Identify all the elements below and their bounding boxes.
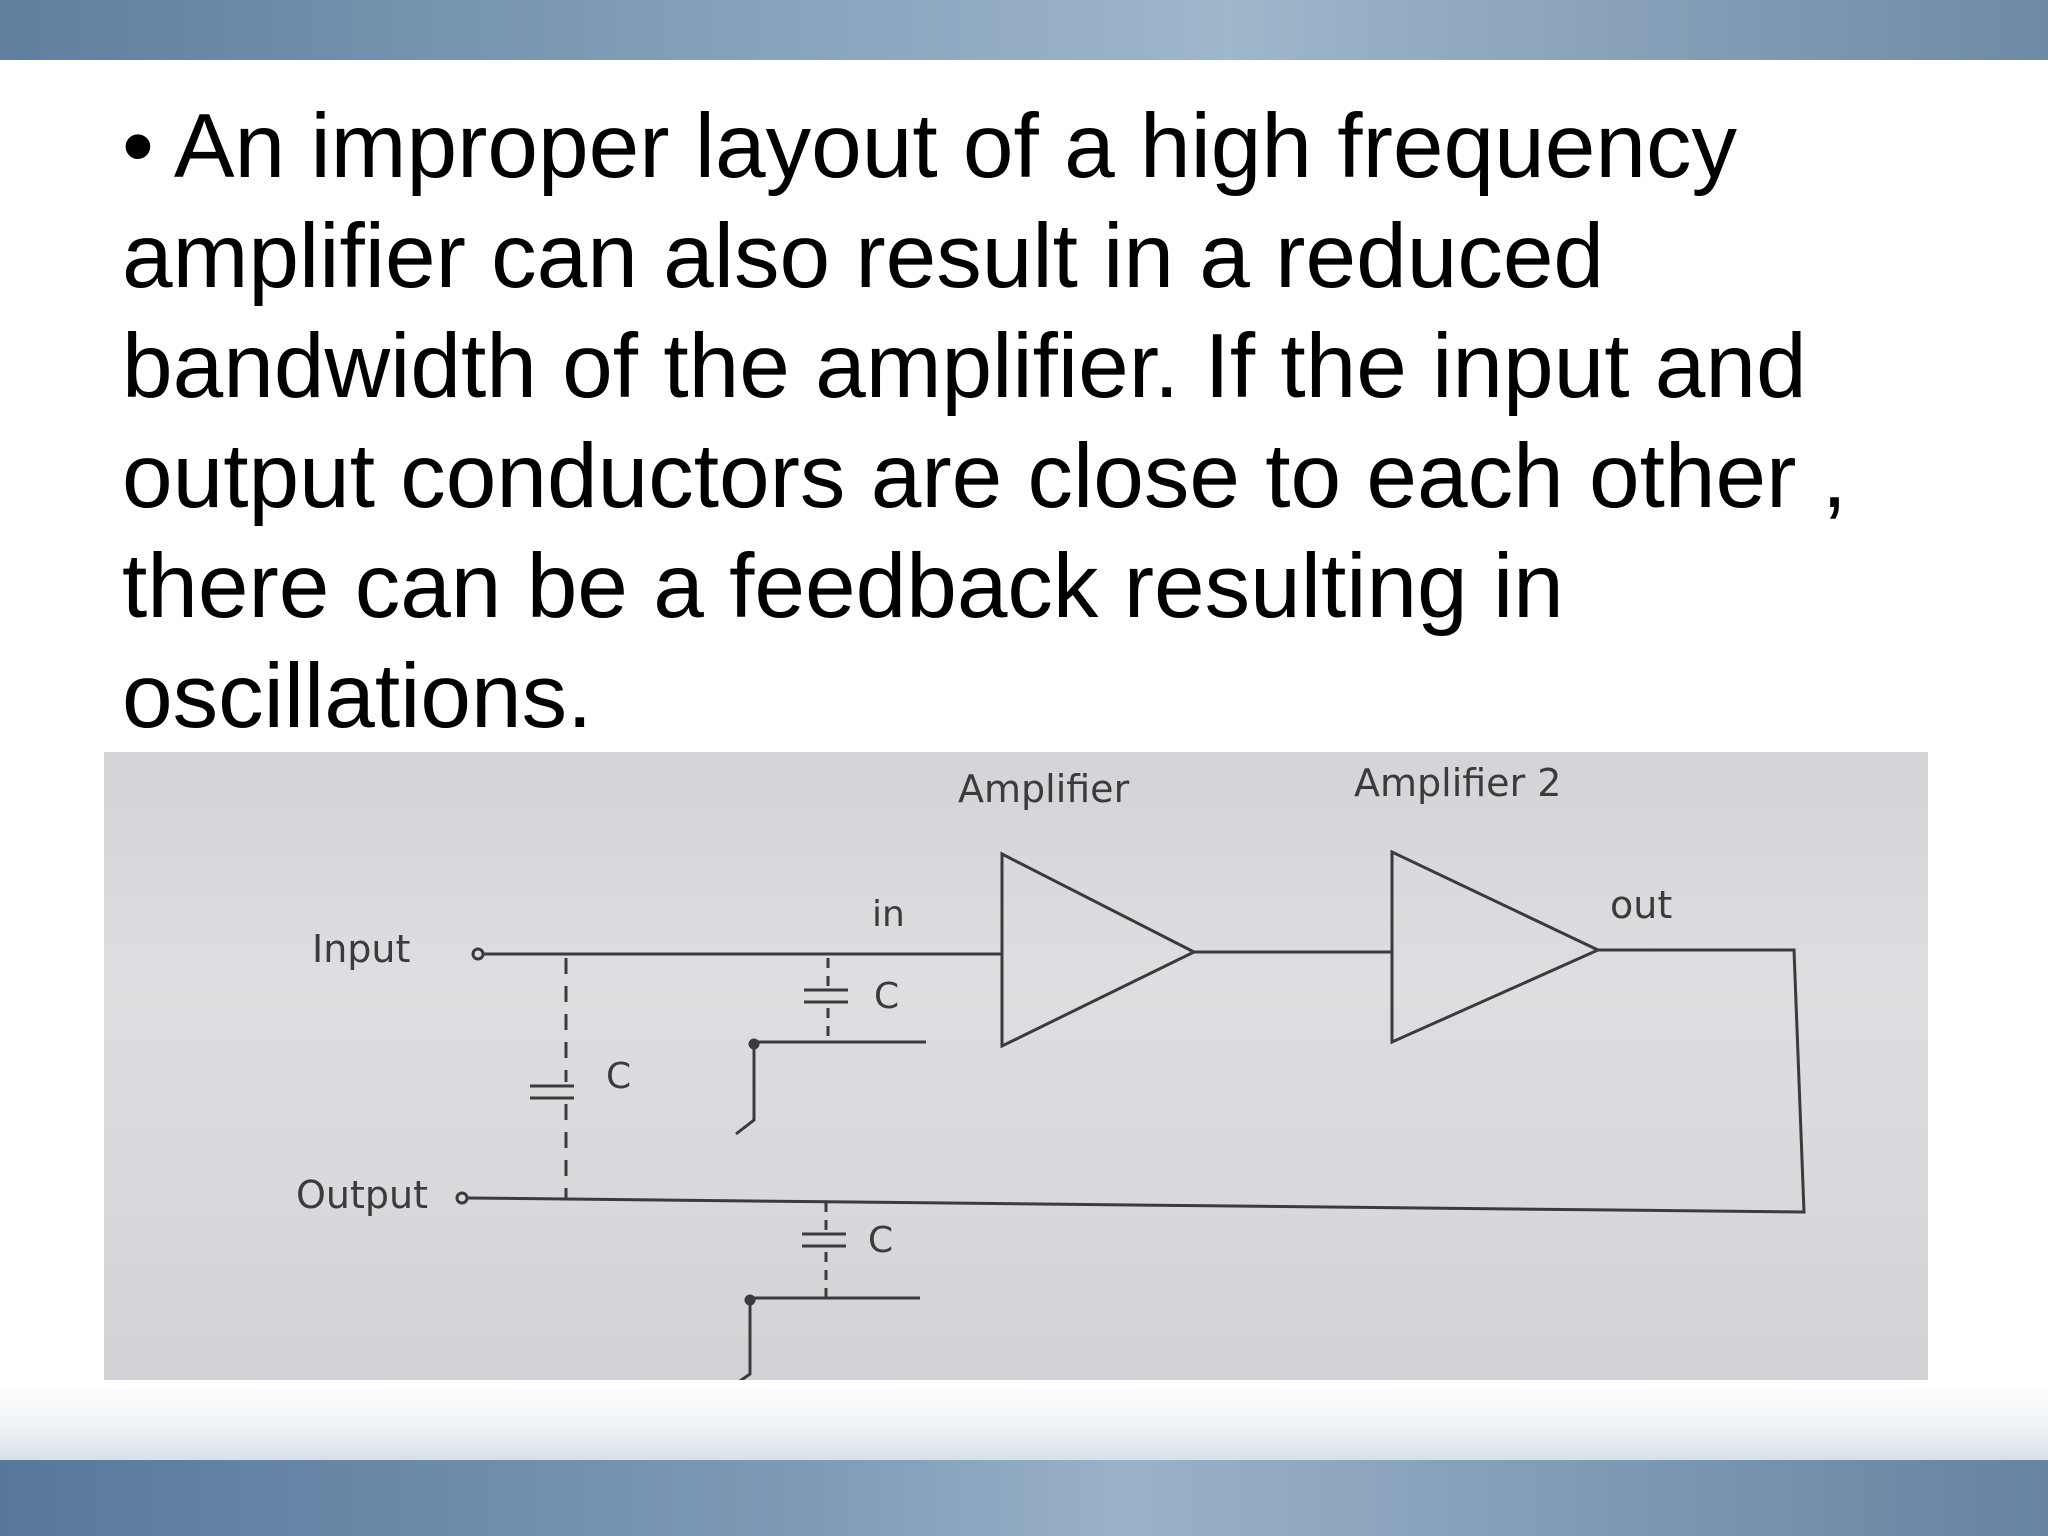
- bottom-decor-pattern: [0, 1380, 2048, 1462]
- output-cap-label: C: [868, 1220, 893, 1261]
- stray-cap-label: C: [606, 1056, 631, 1097]
- ground-stub-2: [729, 1300, 752, 1390]
- ground-node-2: [744, 1294, 756, 1306]
- ground-node-1: [748, 1038, 760, 1050]
- in-label: in: [872, 894, 905, 935]
- ground-stub-1: [735, 1044, 756, 1136]
- input-label: Input: [312, 927, 410, 971]
- bullet-point: •An improper layout of a high frequency …: [122, 92, 1902, 752]
- circuit-diagram: Amplifier Amplifier 2 in out Input Outpu…: [104, 752, 1928, 1396]
- output-label: Output: [296, 1173, 428, 1217]
- bottom-decor-band: [0, 1460, 2048, 1536]
- bullet-text: An improper layout of a high frequency a…: [122, 96, 1848, 747]
- amplifier-1-label: Amplifier: [958, 767, 1130, 811]
- top-decor-band: [0, 0, 2048, 60]
- bullet-marker: •: [122, 96, 154, 197]
- amplifier-2-triangle: [1390, 849, 1602, 1045]
- output-feedback-line: [467, 948, 1806, 1214]
- out-label: out: [1610, 883, 1672, 927]
- circuit-svg: Amplifier Amplifier 2 in out Input Outpu…: [296, 761, 1806, 1390]
- output-terminal: [455, 1191, 469, 1205]
- input-terminal: [471, 947, 485, 961]
- amplifier-1-triangle: [1000, 851, 1198, 1049]
- amplifier-2-label: Amplifier 2: [1354, 761, 1561, 805]
- input-cap-label: C: [874, 976, 899, 1017]
